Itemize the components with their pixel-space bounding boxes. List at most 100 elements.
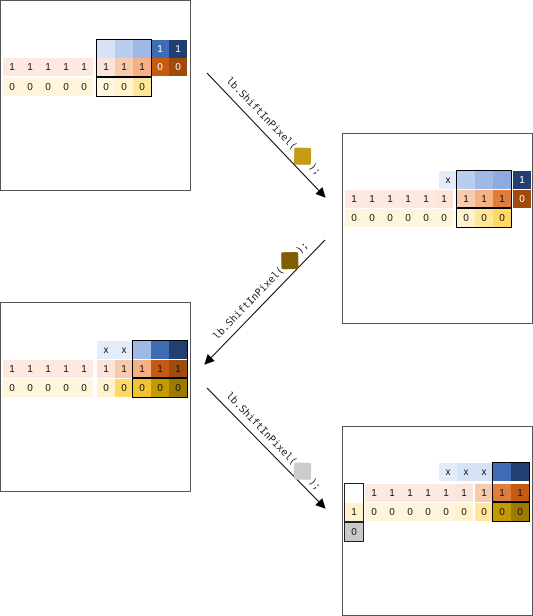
cell-mid: 1 [3,360,21,378]
cell-top: x [115,341,133,359]
bottom-row-outline [132,378,188,398]
cell-bot: 0 [21,78,39,96]
cell-bot: 0 [133,379,151,397]
cell-mid: 1 [475,190,493,208]
cell-top [133,40,151,58]
cell-top [475,171,493,189]
new-pixel-cell-outline [344,522,364,542]
window-outline [492,462,530,502]
cell-top: 1 [169,40,187,58]
cell-mid: 1 [115,360,133,378]
cell-top [97,40,115,58]
cell-mid [345,484,363,502]
cell-top: x [475,463,493,481]
cell-top [169,341,187,359]
cell-mid: 1 [75,360,93,378]
cell-bot: 0 [381,209,399,227]
cell-bot: 0 [401,503,419,521]
cell-mid: 1 [419,484,437,502]
cell-mid: 1 [383,484,401,502]
panel-after-shift-3: x x x 1 1 1 1 1 1 1 1 1 1 0 0 0 0 0 0 0 … [342,426,533,616]
cell-bot: 0 [3,379,21,397]
swatch-gold-icon [294,147,312,166]
cell-bot: 0 [437,503,455,521]
cell-mid: 1 [115,58,133,76]
cell-top [457,171,475,189]
cell-bot: 0 [417,209,435,227]
swatch-olive-icon [281,251,299,269]
cell-top [493,171,511,189]
arrow-2 [204,239,326,365]
cell-bot: 0 [97,379,115,397]
cell-mid: 1 [399,190,417,208]
cell-bot: 0 [455,503,473,521]
cell-mid: 1 [437,484,455,502]
cell-mid: 1 [455,484,473,502]
arrow-1 [206,72,326,198]
cell-mid: 1 [39,360,57,378]
cell-bot: 0 [363,209,381,227]
cell-mid: 0 [169,58,187,76]
cell-bot: 0 [39,379,57,397]
cell-bot: 0 [493,503,511,521]
cell-bot: 0 [151,379,169,397]
cell-top: 1 [513,171,531,189]
cell-top [493,463,511,481]
cell-mid: 1 [401,484,419,502]
cell-top: x [457,463,475,481]
cell-mid: 1 [381,190,399,208]
bottom-row-outline [456,208,512,228]
cell-top [151,341,169,359]
new-pixel-column-outline [344,483,364,522]
panel-after-shift-2: x x 1 1 1 1 1 1 1 1 1 1 0 0 0 0 0 0 0 0 … [0,302,191,492]
cell-mid: 1 [365,484,383,502]
cell-top: x [439,463,457,481]
cell-mid: 1 [345,190,363,208]
cell-mid: 1 [21,58,39,76]
cell-top [133,341,151,359]
cell-bot: 0 [21,379,39,397]
cell-bot: 0 [3,78,21,96]
cell-top: x [97,341,115,359]
panel-after-shift-1: x 1 1 1 1 1 1 1 1 1 1 0 0 0 0 0 0 0 0 0 … [342,133,533,324]
cell-bot: 0 [475,503,493,521]
cell-bot: 0 [365,503,383,521]
cell-mid: 1 [511,484,529,502]
cell-top: 1 [151,40,169,58]
cell-bot: 0 [39,78,57,96]
cell-bot: 0 [383,503,401,521]
cell-mid: 1 [151,360,169,378]
cell-bot: 0 [419,503,437,521]
cell-bot: 0 [115,379,133,397]
cell-mid: 1 [417,190,435,208]
arrow-3 [206,387,326,509]
cell-mid: 1 [3,58,21,76]
cell-mid: 1 [39,58,57,76]
cell-bot: 1 [345,503,363,521]
cell-bot: 0 [115,78,133,96]
cell-mid: 1 [169,360,187,378]
cell-bot: 0 [57,379,75,397]
cell-mid: 1 [435,190,453,208]
cell-bot: 0 [75,379,93,397]
cell-top [115,40,133,58]
cell-mid: 1 [97,58,115,76]
cell-top [511,463,529,481]
cell-mid: 1 [457,190,475,208]
cell-bot: 0 [435,209,453,227]
cell-mid: 1 [363,190,381,208]
cell-extra: 0 [345,523,363,541]
window-outline [132,340,188,378]
cell-bot: 0 [493,209,511,227]
bottom-row-outline [96,77,152,97]
cell-mid: 1 [493,484,511,502]
cell-mid: 1 [97,360,115,378]
cell-mid: 1 [133,58,151,76]
cell-bot: 0 [457,209,475,227]
cell-mid: 1 [21,360,39,378]
cell-mid: 0 [513,190,531,208]
cell-bot: 0 [57,78,75,96]
cell-bot: 0 [399,209,417,227]
cell-mid: 1 [493,190,511,208]
